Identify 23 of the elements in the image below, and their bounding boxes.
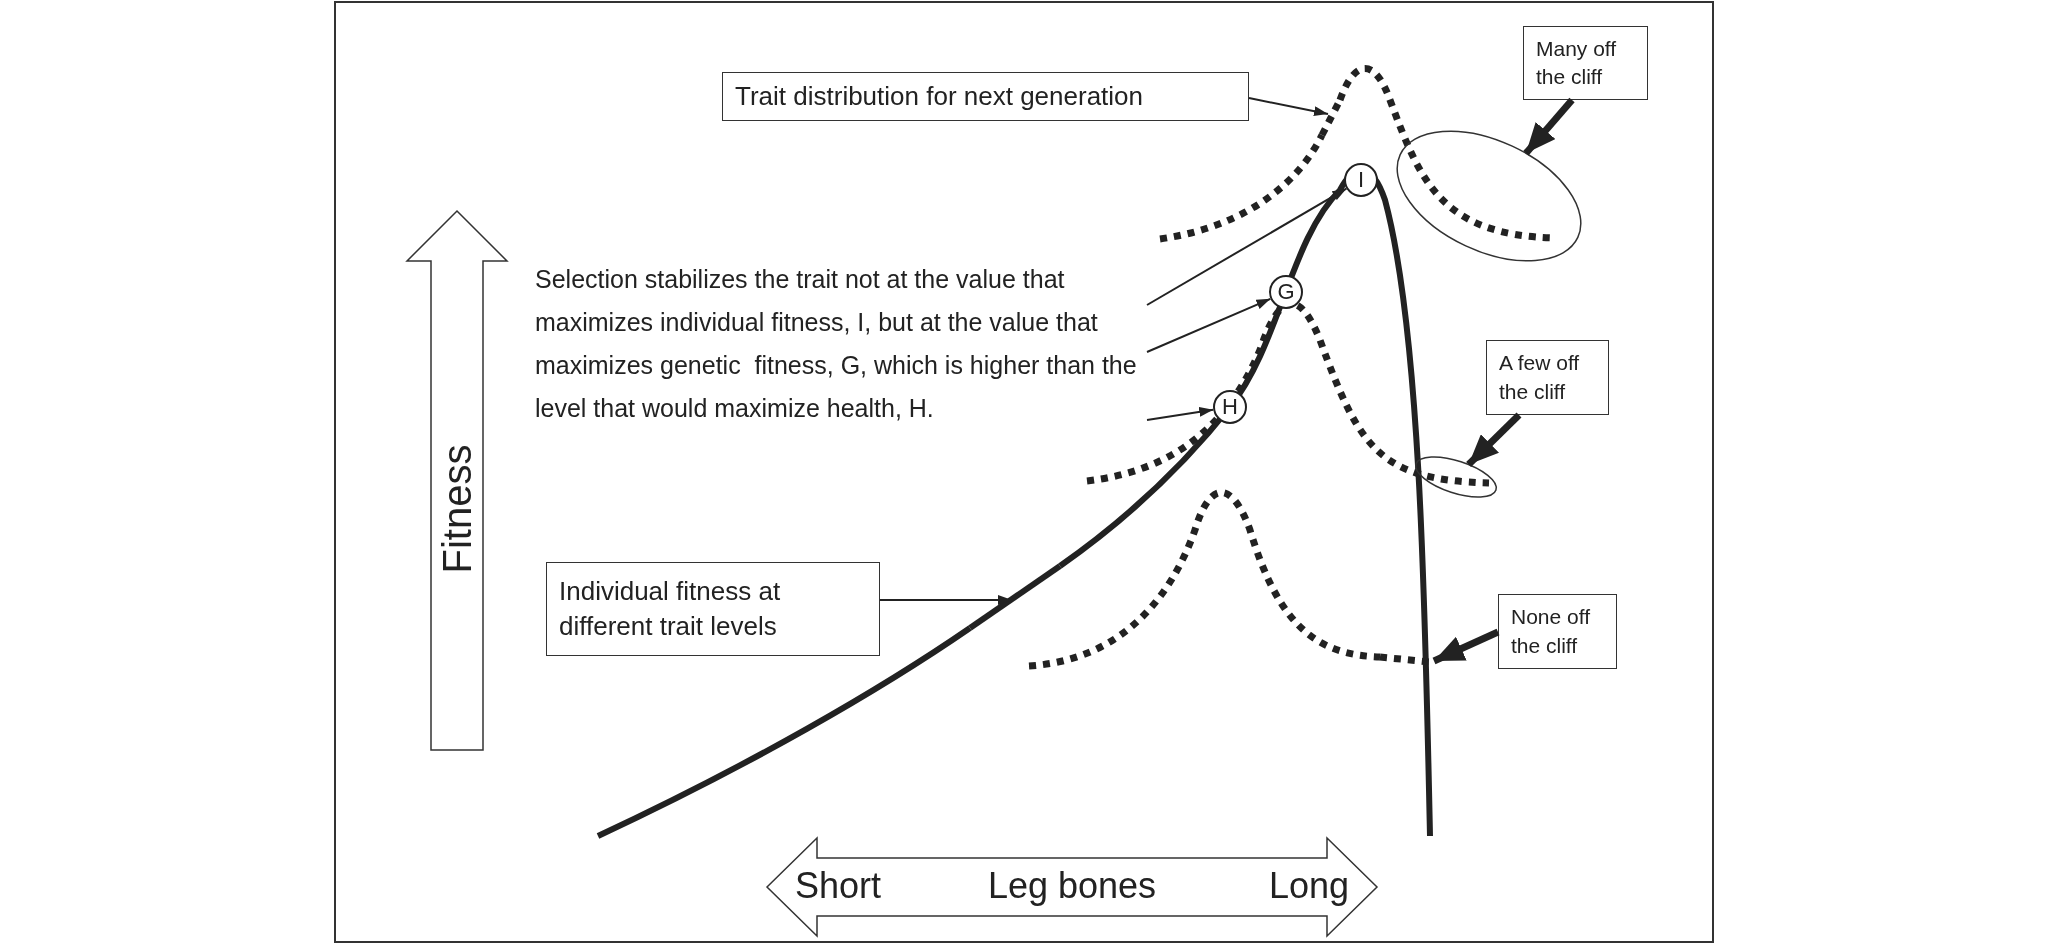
axis-label: Long — [1268, 864, 1349, 908]
fitness-curve — [968, 563, 1062, 631]
explanation-text: Selection stabilizes the trait not at the value that maximizes individual fitness, I, but at the value that maximizes genetic fitness, G, which is higher than the level that would maximize health, H. — [535, 258, 1147, 430]
point-marker: G — [1269, 275, 1303, 309]
arrow — [1248, 97, 1329, 117]
highlight-ellipse — [1396, 130, 1582, 262]
callout-box: A few off the cliff — [1486, 340, 1609, 415]
highlight-ellipse — [1415, 456, 1497, 498]
arrow — [1146, 406, 1215, 421]
axis-label: Leg bones — [987, 864, 1157, 908]
callout-box: Individual fitness at different trait levels — [546, 562, 880, 656]
arrow — [1146, 187, 1348, 306]
arrow — [1523, 97, 1575, 156]
point-marker: H — [1213, 390, 1247, 424]
callout-box: None off the cliff — [1498, 594, 1617, 669]
arrow — [1432, 628, 1500, 665]
arrow — [1146, 297, 1272, 353]
callout-box: Many off the cliff — [1523, 26, 1648, 100]
point-marker: I — [1344, 163, 1378, 197]
axis-label: Short — [795, 864, 882, 908]
arrow — [1466, 412, 1522, 468]
axis-label: Fitness — [434, 444, 480, 574]
callout-box: Trait distribution for next generation — [722, 72, 1249, 121]
